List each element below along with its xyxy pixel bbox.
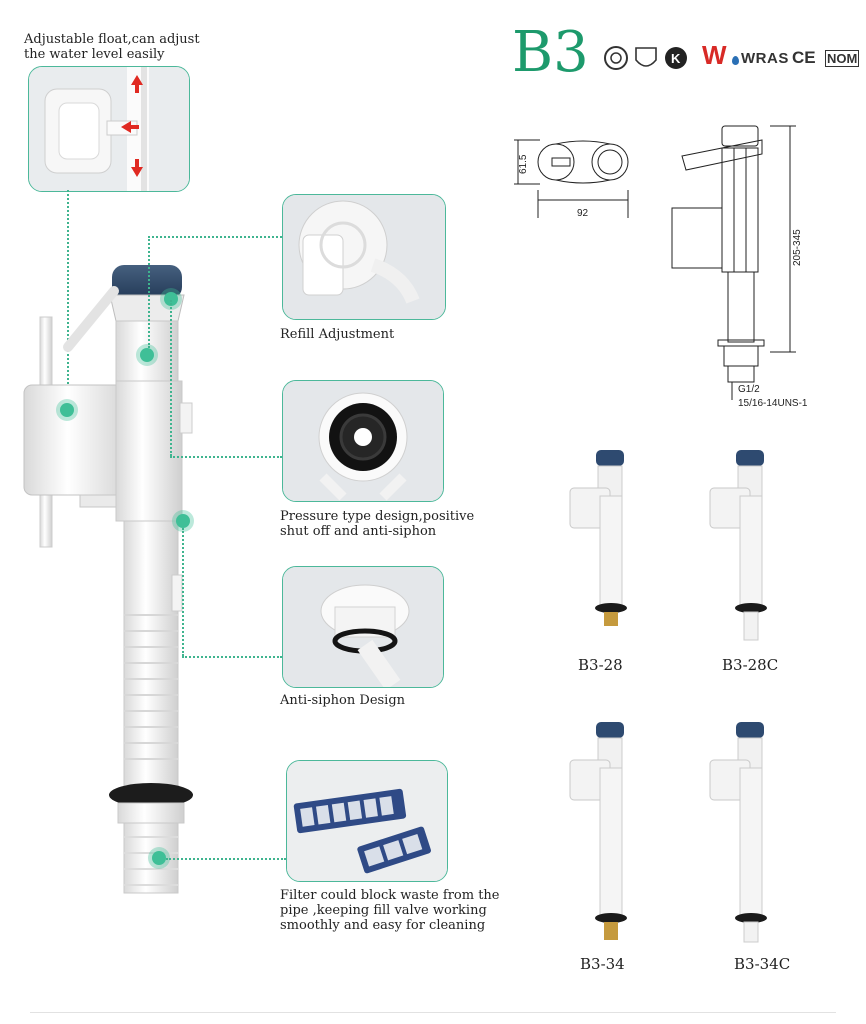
anti-siphon-photo bbox=[283, 567, 443, 687]
float-caption: Adjustable float,can adjust the water le… bbox=[24, 32, 200, 62]
antisiphon-callout bbox=[282, 566, 444, 688]
height-dim-label: 61.5 bbox=[518, 154, 529, 174]
filter-leader-h bbox=[166, 858, 286, 860]
valve-seal-photo bbox=[283, 381, 443, 501]
pressure-leader-h bbox=[170, 456, 282, 458]
range-dim-label: 205-345 bbox=[792, 229, 803, 266]
variant-label-b3-34: B3-34 bbox=[580, 955, 625, 973]
float-marker-dot bbox=[60, 403, 74, 417]
variant-label-b3-34c: B3-34C bbox=[734, 955, 791, 973]
pressure-marker-dot bbox=[176, 514, 190, 528]
variant-label-b3-28c: B3-28C bbox=[722, 656, 779, 674]
fill-valve-main-photo bbox=[23, 265, 193, 894]
water-drop-icon bbox=[732, 56, 739, 65]
refill-callout bbox=[282, 194, 446, 320]
svg-text:K: K bbox=[671, 51, 681, 66]
refill-adjuster-photo bbox=[283, 195, 445, 319]
antisiphon-caption: Anti-siphon Design bbox=[280, 693, 406, 708]
refill-leader-v bbox=[148, 236, 150, 348]
upc-shield-icon bbox=[635, 47, 657, 67]
float-photo bbox=[29, 67, 189, 191]
ce-mark: CE bbox=[792, 48, 816, 67]
refill-marker-dot bbox=[164, 292, 178, 306]
model-title: B3 bbox=[512, 20, 589, 85]
filter-photo bbox=[287, 761, 447, 881]
variant-photo-b3-28 bbox=[569, 450, 627, 626]
wras-mark: WRAS bbox=[741, 50, 789, 67]
refill-caption: Refill Adjustment bbox=[280, 327, 395, 342]
watermark-w-icon: W bbox=[702, 40, 727, 70]
float-callout bbox=[28, 66, 190, 192]
pressure-caption: Pressure type design,positive shut off a… bbox=[280, 509, 475, 539]
float-leader bbox=[67, 190, 69, 408]
filter-caption: Filter could block waste from the pipe ,… bbox=[280, 888, 500, 933]
refill-leader-h bbox=[148, 236, 282, 238]
nom-mark: NOM bbox=[825, 50, 860, 67]
cert-seals-icon-group: K bbox=[604, 46, 687, 70]
variant-label-b3-28: B3-28 bbox=[578, 656, 623, 674]
filter-callout bbox=[286, 760, 448, 882]
thread-label-1: G1/2 bbox=[738, 384, 760, 395]
width-dim-label: 92 bbox=[577, 208, 589, 219]
pressure-leader-v bbox=[170, 300, 172, 456]
dimension-drawing: 61.5 92 205-345 G1/2 15/16-14UNS-1 bbox=[514, 125, 808, 409]
kiwa-icon: K bbox=[665, 47, 687, 69]
refill-marker-dot-2 bbox=[140, 348, 154, 362]
cupc-seal-icon bbox=[604, 46, 628, 70]
pressure-callout bbox=[282, 380, 444, 502]
antisiphon-leader-v bbox=[182, 528, 184, 656]
variant-photo-b3-34 bbox=[569, 722, 627, 940]
filter-marker-dot bbox=[152, 851, 166, 865]
variant-photo-b3-28c bbox=[709, 450, 767, 641]
variant-photo-b3-34c bbox=[709, 722, 767, 943]
antisiphon-leader-h bbox=[182, 656, 282, 658]
thread-label-2: 15/16-14UNS-1 bbox=[738, 398, 808, 409]
bottom-divider bbox=[30, 1012, 836, 1013]
